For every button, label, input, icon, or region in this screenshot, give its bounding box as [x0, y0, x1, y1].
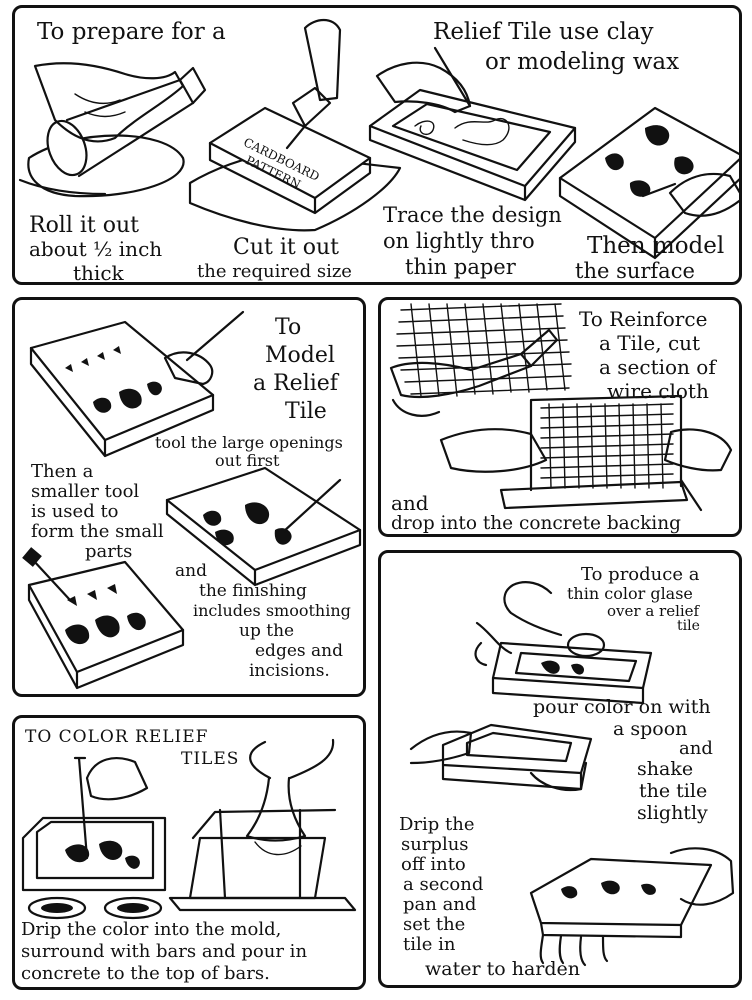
bars-pour-concrete-illustration — [170, 740, 355, 910]
panel5-title-1: To produce a — [581, 564, 700, 585]
panel-reinforce-illustration — [381, 300, 742, 537]
panel5-title-3: over a relief — [607, 602, 700, 620]
panel4-title-1: TO COLOR RELIEF — [25, 727, 209, 747]
panel1-title-right-1: Relief Tile use clay — [433, 19, 654, 45]
panel2-caption2-2: smaller tool — [31, 481, 140, 502]
rolling-pin-illustration — [20, 63, 205, 196]
wire-cloth-illustration — [391, 304, 571, 416]
panel2-caption3-4: up the — [239, 621, 295, 641]
panel5-title-2: thin color glase — [567, 584, 693, 603]
cardboard-pattern-illustration — [190, 20, 400, 230]
panel5-caption1-3: and — [679, 738, 713, 759]
panel4-caption-2: surround with bars and pour in — [21, 941, 308, 962]
panel5-caption2-8: water to harden — [425, 958, 580, 980]
panel2-title-1: To — [275, 315, 302, 340]
panel3-caption-2: drop into the concrete backing — [391, 513, 681, 534]
panel-color-glase: To produce a thin color glase over a rel… — [378, 550, 742, 988]
panel5-caption2-1: Drip the — [399, 814, 475, 835]
panel4-caption-1: Drip the color into the mold, — [21, 919, 282, 940]
caption-roll-1: Roll it out — [29, 213, 139, 238]
panel3-title-4: wire cloth — [607, 379, 709, 403]
panel5-caption1-1: pour color on with — [533, 696, 711, 718]
mold-drip-illustration — [23, 758, 165, 918]
panel4-caption-3: concrete to the top of bars. — [21, 963, 270, 984]
drip-surplus-illustration — [531, 848, 733, 965]
caption-model-1: Then model — [587, 233, 725, 259]
panel1-title-right-2: or modeling wax — [485, 49, 680, 75]
caption-cut-1: Cut it out — [233, 235, 339, 260]
panel2-caption3-1: and — [175, 561, 207, 581]
panel-reinforce-tile: To Reinforce a Tile, cut a section of wi… — [378, 297, 742, 537]
panel2-title-3: a Relief — [253, 371, 338, 396]
caption-roll-3: thick — [73, 261, 124, 285]
panel2-title-4: Tile — [285, 399, 327, 424]
panel-prepare-relief-tile: To prepare for a Relief Tile use clay or… — [12, 5, 742, 285]
panel2-caption2-3: is used to — [31, 501, 119, 522]
mold-frame-illustration — [441, 396, 731, 510]
panel5-caption2-3: off into — [401, 854, 466, 875]
panel5-title-4: tile — [677, 618, 700, 634]
panel5-caption1-2: a spoon — [613, 718, 688, 740]
panel5-caption2-4: a second — [403, 874, 484, 895]
panel2-caption3-2: the finishing — [199, 581, 307, 601]
panel5-caption1-4: shake — [637, 758, 694, 780]
tile-large-openings-illustration — [31, 312, 243, 456]
tile-small-tool-illustration — [167, 468, 360, 585]
panel1-title-left: To prepare for a — [37, 19, 226, 45]
panel-color-relief-tiles: TO COLOR RELIEF TILES Drip the color int… — [12, 715, 366, 990]
spoon-pour-illustration — [476, 582, 651, 703]
caption-trace-2: on lightly thro — [383, 229, 535, 253]
caption-trace-1: Trace the design — [383, 203, 562, 227]
panel2-caption3-3: includes smoothing — [193, 601, 351, 620]
model-surface-illustration — [560, 108, 742, 258]
panel2-caption1-2: out first — [215, 451, 280, 470]
panel5-caption2-7: tile in — [403, 934, 456, 955]
panel-glase-illustration — [381, 553, 742, 988]
panel-prepare-illustration — [15, 8, 742, 285]
panel2-caption1-1: tool the large openings — [155, 433, 343, 452]
caption-roll-2: about ½ inch — [29, 237, 163, 261]
caption-model-2: the surface — [575, 259, 695, 283]
panel5-caption2-5: pan and — [403, 894, 477, 915]
panel2-title-2: Model — [265, 343, 335, 368]
panel-model-illustration — [22, 300, 366, 697]
panel2-caption2-1: Then a — [31, 461, 94, 482]
panel-color-illustration — [15, 718, 366, 990]
trace-design-illustration — [370, 48, 575, 200]
panel2-caption2-4: form the small — [31, 521, 164, 542]
tile-finishing-illustration — [22, 547, 183, 688]
panel5-caption2-6: set the — [403, 914, 466, 935]
caption-trace-3: thin paper — [405, 255, 516, 279]
panel2-caption2-5: parts — [85, 541, 133, 562]
shake-tile-illustration — [411, 725, 591, 790]
panel2-caption3-6: incisions. — [249, 661, 330, 681]
panel4-title-2: TILES — [181, 749, 240, 769]
caption-cut-2: the required size — [197, 261, 352, 282]
panel3-title-1: To Reinforce — [579, 307, 708, 331]
panel3-caption-1: and — [391, 491, 429, 515]
panel5-caption2-2: surplus — [401, 834, 469, 855]
panel5-caption1-6: slightly — [637, 802, 708, 824]
panel2-caption3-5: edges and — [255, 641, 343, 661]
panel-model-relief-tile: To Model a Relief Tile tool the large op… — [12, 297, 366, 697]
panel3-title-3: a section of — [599, 355, 716, 379]
panel3-title-2: a Tile, cut — [599, 331, 701, 355]
panel5-caption1-5: the tile — [639, 780, 708, 802]
